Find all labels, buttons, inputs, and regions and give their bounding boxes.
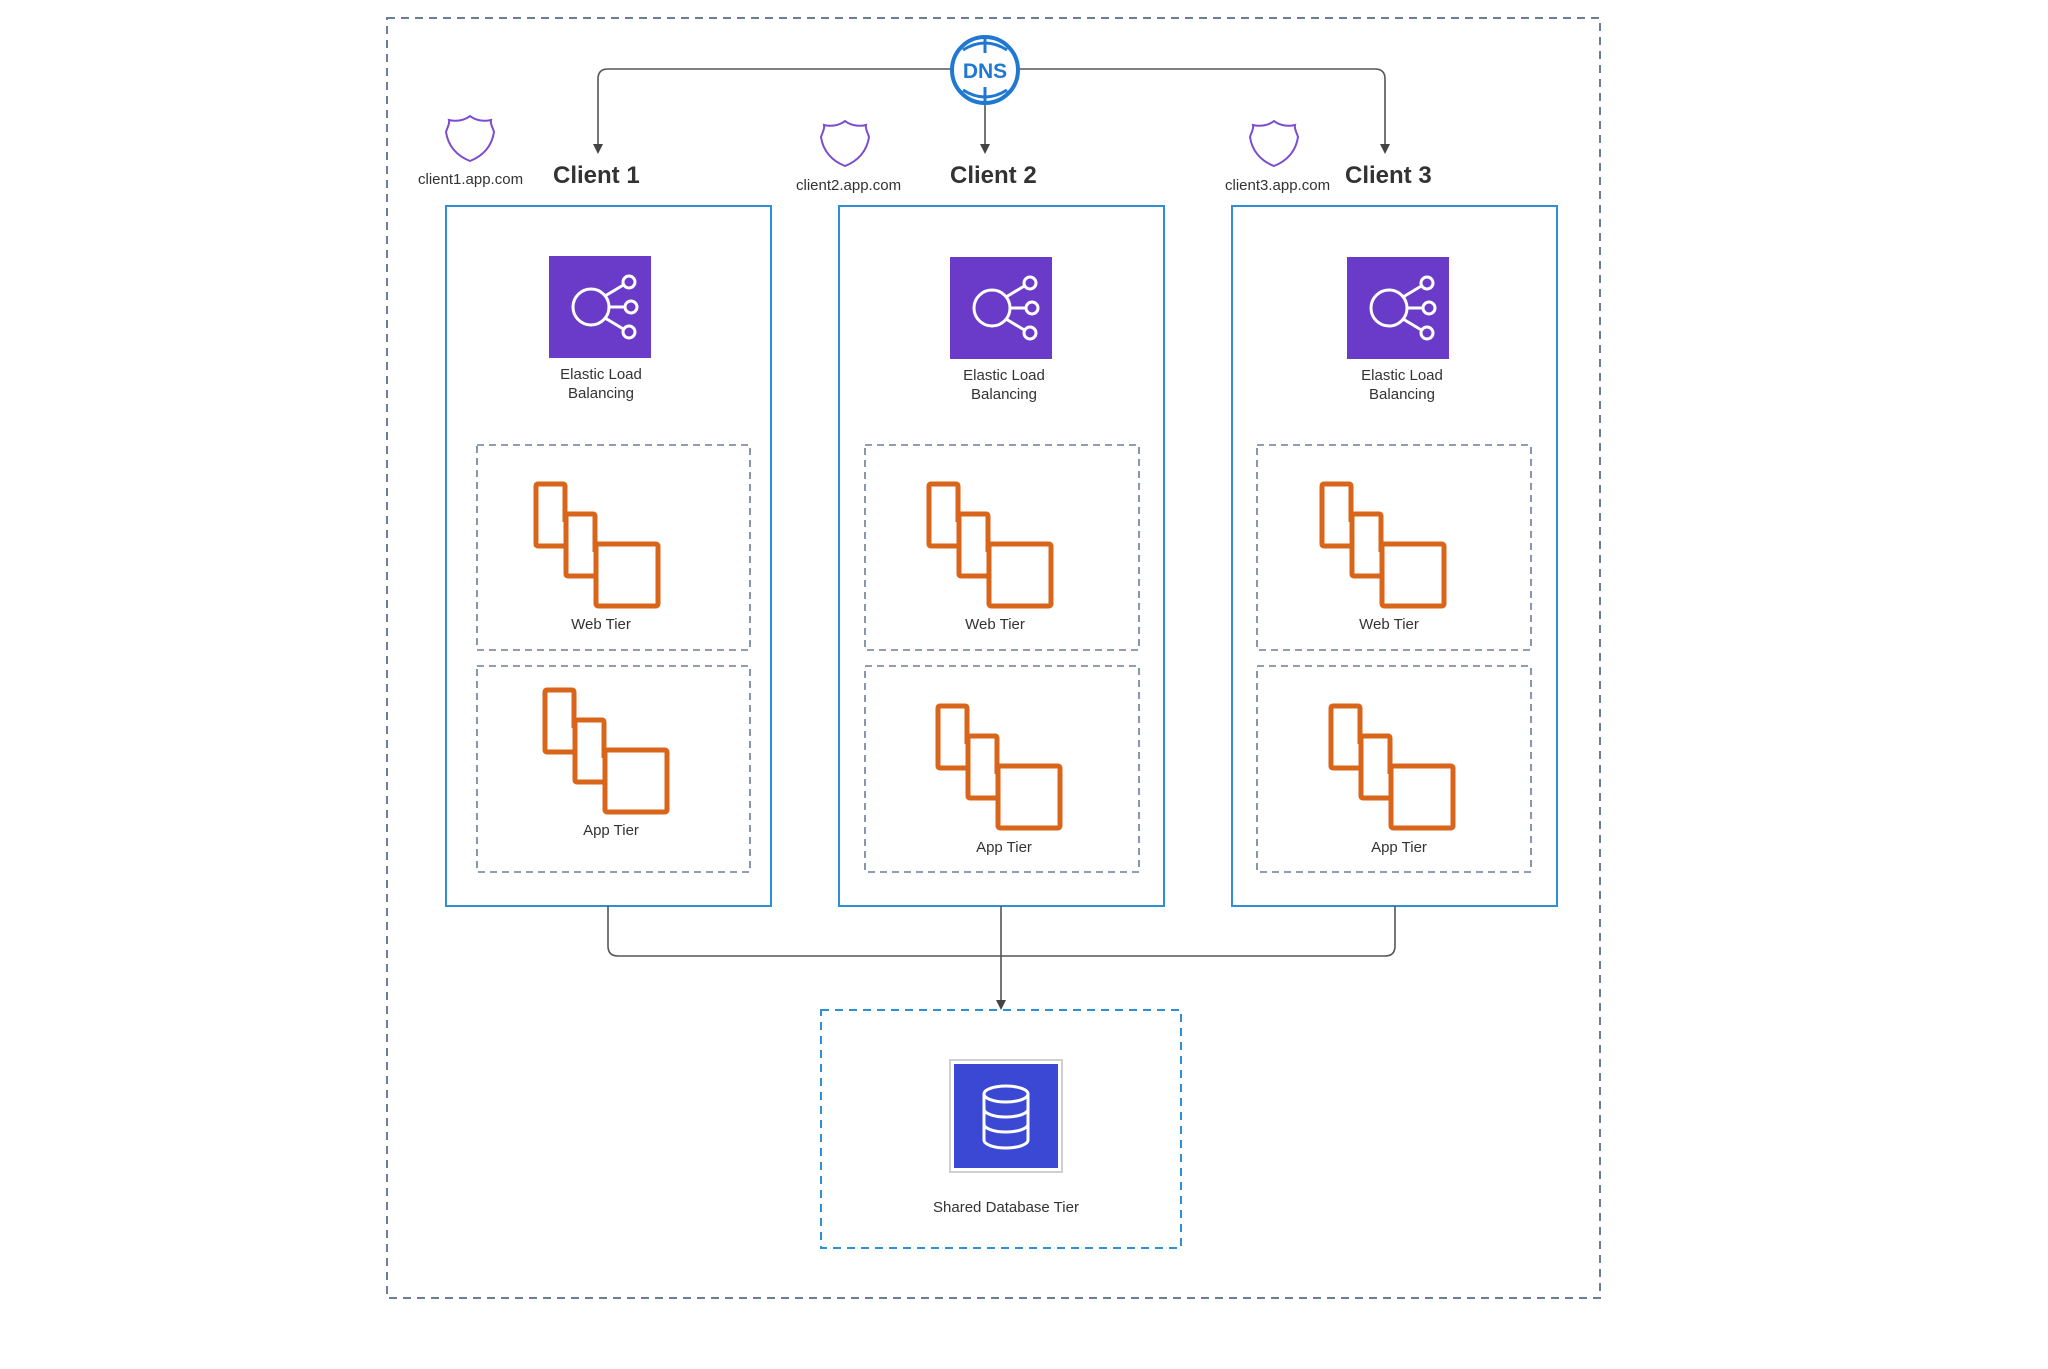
shield-icon: [445, 115, 495, 162]
elastic-load-balancing-icon: [547, 254, 653, 360]
client-2-web-tier-label: Web Tier: [965, 616, 1025, 633]
elastic-load-balancing-icon: [948, 255, 1054, 361]
client-3-web-tier-box: [1256, 444, 1532, 651]
ec2-instances-icon: [536, 484, 658, 606]
ec2-instances-icon: [938, 706, 1060, 828]
outer-boundary: [386, 17, 1601, 1299]
database-tier-label: Shared Database Tier: [933, 1199, 1079, 1216]
ec2-instances-icon: [1331, 706, 1453, 828]
shield-icon: [1249, 120, 1299, 167]
ec2-instances-icon: [1322, 484, 1444, 606]
client-3-title: Client 3: [1345, 162, 1432, 189]
database-connectors: [607, 906, 1396, 1010]
client-1-app-tier-label: App Tier: [583, 822, 639, 839]
client-3-domain-label: client3.app.com: [1225, 177, 1331, 194]
client-2-app-tier-label: App Tier: [976, 839, 1032, 856]
dns-connectors: [593, 68, 1390, 154]
client-1-app-tier-box: [476, 665, 751, 873]
elastic-load-balancing-icon: [1345, 255, 1451, 361]
ec2-instances-icon: [545, 690, 667, 812]
client-2-web-tier-box: [864, 444, 1140, 651]
client-1-title: Client 1: [553, 162, 640, 189]
client-3-elb-label: Elastic Load Balancing: [1361, 367, 1443, 403]
client-1-domain-label: client1.app.com: [418, 171, 524, 188]
database-tier-box: [820, 1009, 1182, 1249]
client-2-domain-label: client2.app.com: [796, 177, 902, 194]
client-1-web-tier-box: [476, 444, 751, 651]
client-1-elb-label: Elastic Load Balancing: [560, 366, 642, 402]
client-3-app-tier-box: [1256, 665, 1532, 873]
ec2-instances-icon: [929, 484, 1051, 606]
client-3-app-tier-label: App Tier: [1371, 839, 1427, 856]
shield-icon: [820, 120, 870, 167]
dns-globe-icon: DNS: [950, 35, 1020, 105]
client-2-app-tier-box: [864, 665, 1140, 873]
client-3-web-tier-label: Web Tier: [1359, 616, 1419, 633]
client-1-web-tier-label: Web Tier: [571, 616, 631, 633]
database-icon: [949, 1059, 1063, 1173]
dns-label: DNS: [963, 60, 1007, 83]
client-2-title: Client 2: [950, 162, 1037, 189]
client-2-elb-label: Elastic Load Balancing: [963, 367, 1045, 403]
